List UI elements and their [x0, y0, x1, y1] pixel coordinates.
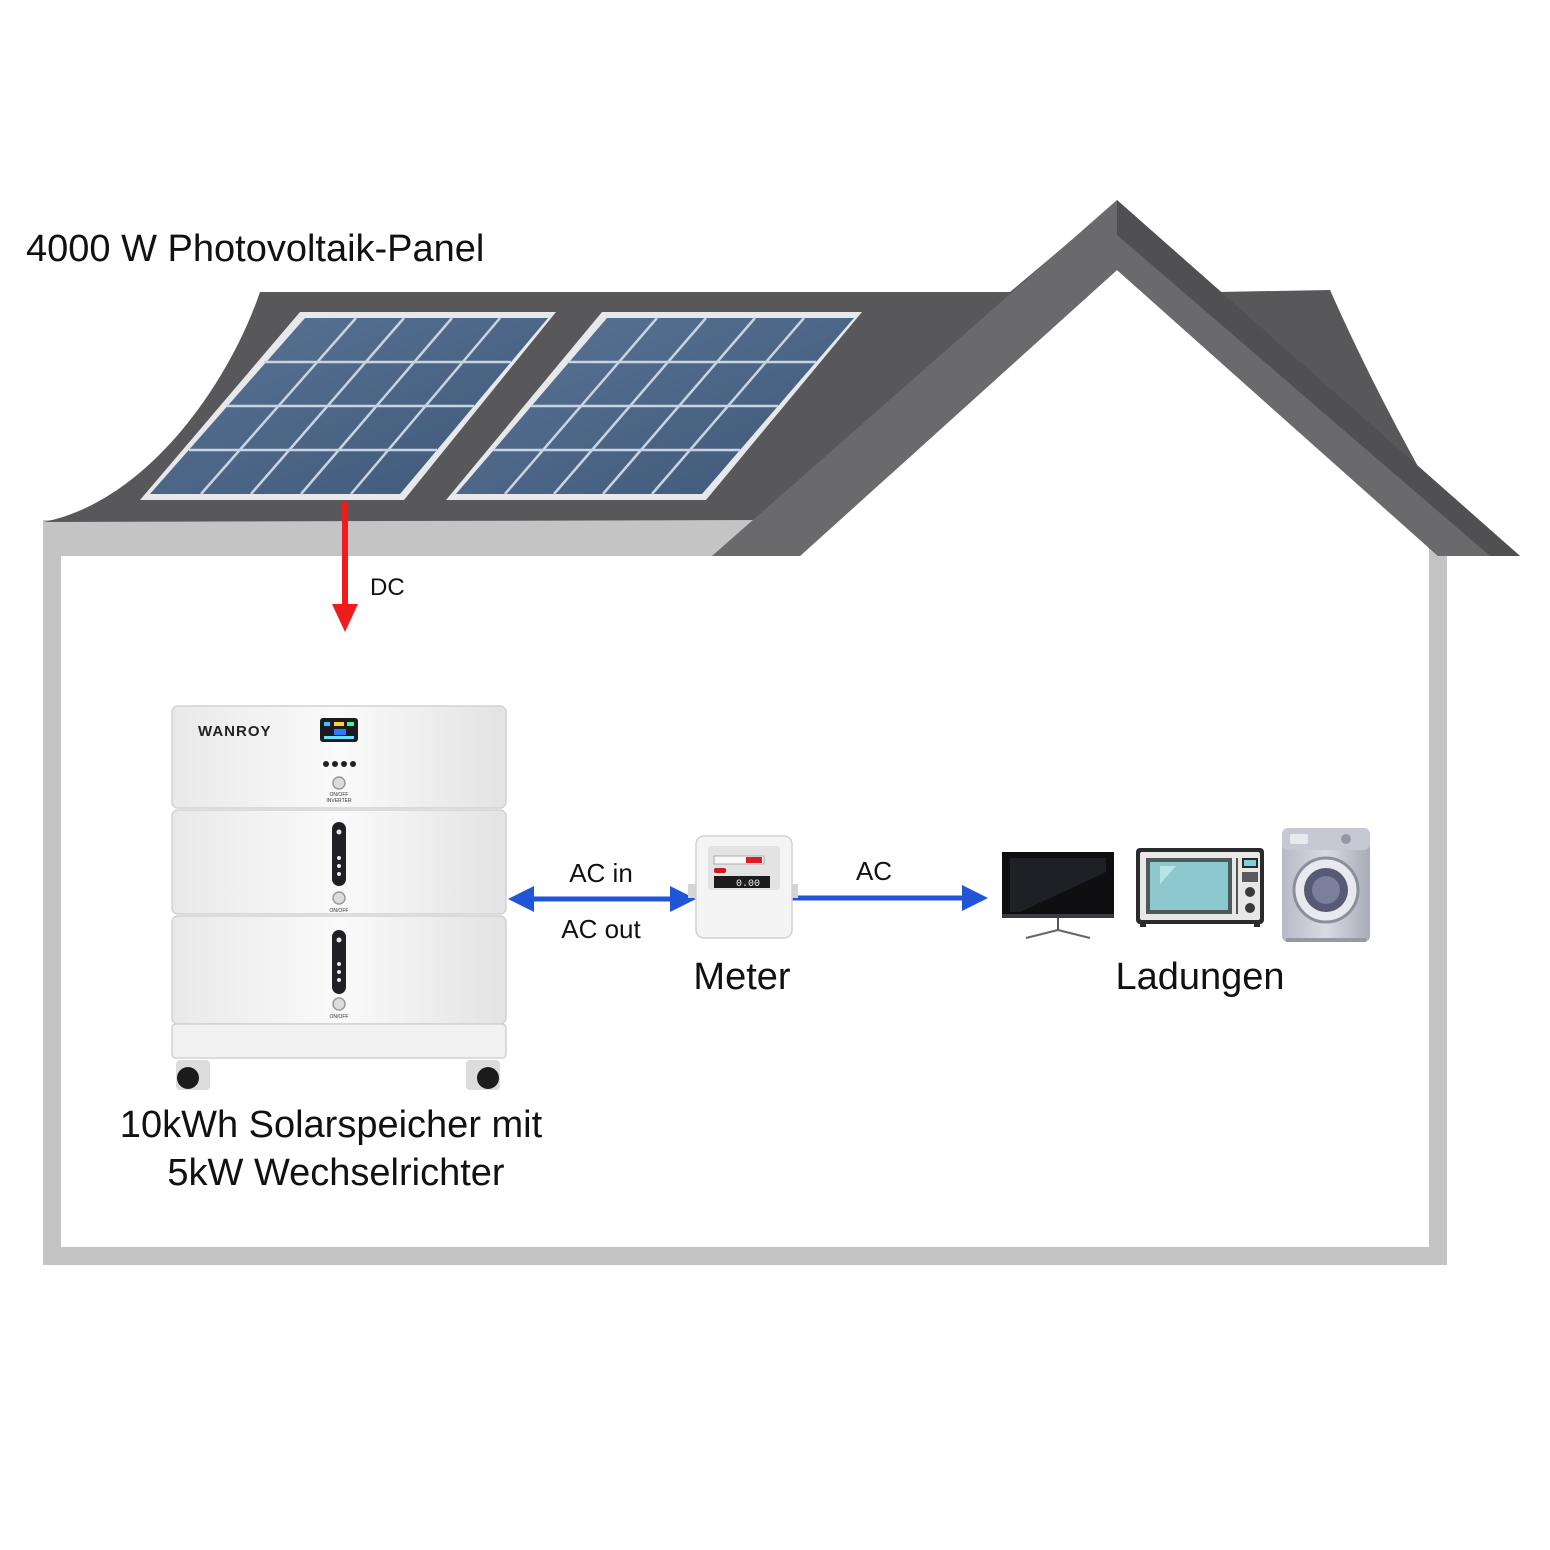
solar-panel-icon — [446, 312, 862, 500]
tv-icon — [1002, 852, 1114, 939]
ac-label: AC — [855, 856, 893, 886]
battery-storage-icon — [171, 705, 507, 1090]
ac-arrow — [792, 885, 988, 911]
microwave-icon — [1136, 848, 1264, 927]
module-button-label: ON/OFF — [330, 1014, 349, 1020]
meter-display: 0.00 — [736, 879, 760, 890]
house-outline — [43, 520, 1447, 1265]
ac-in-label: AC in — [569, 858, 633, 888]
brand-logo: WANROY — [198, 723, 272, 740]
dc-label: DC — [370, 574, 405, 601]
module-button-label: ON/OFF — [330, 908, 349, 914]
inverter-button-sublabel: INVERTER — [326, 798, 352, 804]
washing-machine-icon — [1282, 828, 1370, 942]
ac-bidirectional-arrow — [508, 886, 696, 912]
inverter-button-label: ON/OFF — [330, 792, 349, 798]
electricity-meter-icon — [688, 835, 798, 939]
storage-label-line2: 5kW Wechselrichter — [167, 1152, 505, 1194]
dc-arrow — [332, 502, 358, 632]
meter-label: Meter — [693, 956, 791, 998]
loads-label: Ladungen — [1115, 956, 1285, 998]
storage-label-line1: 10kWh Solarspeicher mit — [119, 1104, 543, 1146]
solar-panel-icon — [140, 312, 556, 500]
ac-out-label: AC out — [561, 914, 641, 944]
panel-title: 4000 W Photovoltaik-Panel — [26, 228, 485, 270]
